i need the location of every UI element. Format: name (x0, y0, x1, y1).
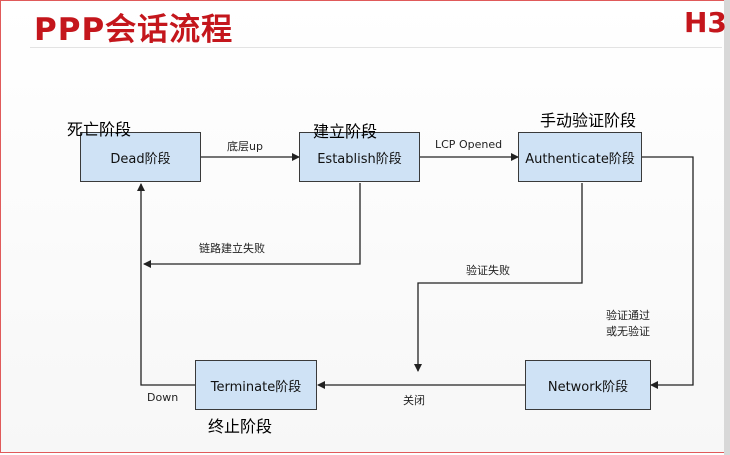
label-network-to-terminate: 关闭 (403, 394, 425, 407)
label-dead-to-establish: 底层up (227, 140, 263, 153)
caption-establish: 建立阶段 (313, 122, 378, 141)
caption-terminate: 终止阶段 (208, 417, 273, 436)
window-edge (724, 0, 730, 455)
state-establish: Establish阶段 (299, 132, 420, 182)
state-network: Network阶段 (525, 360, 651, 410)
label-terminate-to-dead: Down (147, 391, 179, 404)
label-establish-to-dead: 链路建立失败 (199, 242, 265, 255)
arrow-terminate-to-dead (137, 183, 195, 386)
title-divider (30, 47, 722, 48)
label-authenticate-to-network: 验证通过 或无验证 (606, 309, 650, 338)
caption-dead: 死亡阶段 (67, 120, 132, 139)
label-authenticate-fail: 验证失败 (466, 264, 510, 277)
arrow-authenticate-to-network (642, 156, 694, 389)
state-terminate: Terminate阶段 (195, 360, 317, 410)
arrow-authenticate-fail (414, 183, 583, 372)
brand-logo: H3 (684, 6, 727, 39)
state-dead: Dead阶段 (80, 132, 201, 182)
state-authenticate: Authenticate阶段 (518, 132, 642, 182)
caption-authenticate: 手动验证阶段 (540, 111, 637, 130)
arrow-establish-to-dead (143, 183, 361, 268)
label-establish-to-authenticate: LCP Opened (435, 138, 503, 151)
slide-title: PPP会话流程 (34, 12, 234, 48)
